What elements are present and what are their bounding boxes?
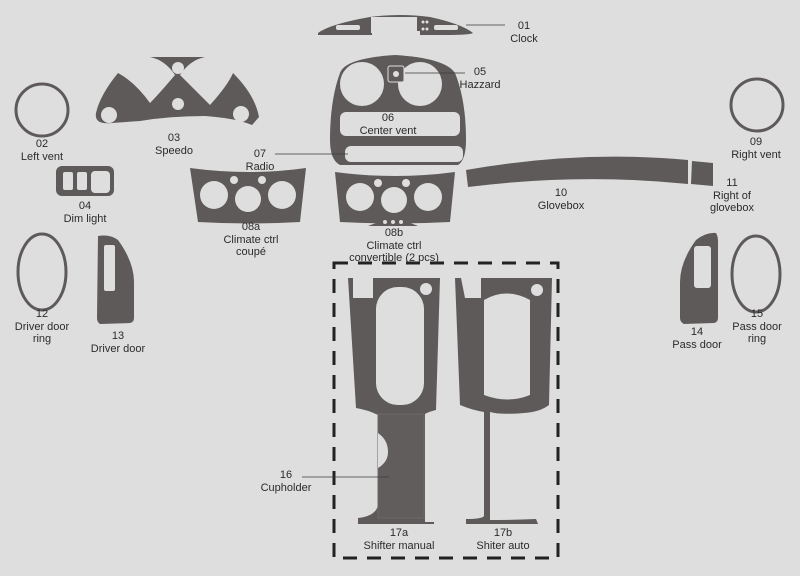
label-13: 13 Driver door [91,330,145,355]
part-03-speedo [95,57,259,125]
label-14: 14 Pass door [672,326,722,351]
part-name: Clock [510,32,538,45]
label-02: 02 Left vent [21,138,63,163]
part-14-pass-door [680,232,718,324]
part-number: 06 [381,112,395,124]
label-11: 11 Right of glovebox [710,177,754,215]
part-name: Radio [245,160,275,173]
part-number: 12 [35,308,49,320]
part-number: 15 [750,308,764,320]
part-number: 08b [384,227,404,239]
label-01: 01 Clock [510,20,538,45]
label-08b: 08b Climate ctrl convertible (2 pcs) [349,227,439,265]
part-08a-climate-coupe [190,168,306,224]
part-01-clock [318,15,505,35]
part-name-2: glovebox [709,202,755,214]
part-15-pass-door-ring [730,234,782,314]
part-name-2: ring [32,333,52,345]
part-name: Driver door [90,342,146,355]
part-number: 02 [35,138,49,150]
part-16-cupholder [377,413,425,519]
part-number: 04 [78,200,92,212]
part-number: 11 [726,177,738,189]
part-number: 03 [167,132,181,144]
part-13-driver-door [97,235,134,324]
part-name-2: convertible (2 pcs) [349,252,439,264]
part-number: 13 [111,330,125,342]
part-10-glovebox [466,156,688,187]
part-number: 10 [554,187,568,199]
part-number: 16 [279,469,293,481]
part-name: Climate ctrl [223,233,279,246]
label-12: 12 Driver door ring [15,308,69,346]
label-08a: 08a Climate ctrl coupé [223,221,278,259]
label-07: 07 Radio [246,148,275,173]
part-06-center-vent [275,55,466,165]
part-name: Glovebox [537,199,585,212]
part-name: Climate ctrl [366,239,422,252]
part-17b-shifter-auto [455,278,552,524]
part-name: Shiter auto [476,539,530,552]
part-name: Center vent [359,124,417,137]
part-number: 14 [690,326,704,338]
part-17a-shifter-manual [302,278,440,524]
label-17b: 17b Shiter auto [476,527,529,552]
part-11-right-of-glovebox [691,161,713,186]
part-name: Right vent [731,148,781,161]
part-number: 17b [493,527,513,539]
label-15: 15 Pass door ring [732,308,782,346]
label-16: 16 Cupholder [261,469,312,494]
part-number: 09 [749,136,763,148]
part-04-dim-light [56,166,114,196]
part-name: Right of [713,189,751,202]
part-name-2: coupé [236,246,266,258]
part-name: Driver door [14,320,70,333]
part-number: 05 [473,66,487,78]
part-12-driver-door-ring [16,232,68,312]
part-name: Cupholder [260,481,312,494]
part-name: Left vent [20,150,64,163]
part-name: Hazzard [459,78,501,91]
part-name: Pass door [672,338,722,351]
part-name: Dim light [63,212,107,225]
part-08b-climate-convertible [335,172,455,226]
label-04: 04 Dim light [64,200,107,225]
part-number: 17a [389,527,409,539]
part-number: 07 [253,148,267,160]
part-02-left-vent [14,82,70,138]
part-name: Speedo [155,144,193,157]
shifter-group-box [332,261,560,560]
label-03: 03 Speedo [155,132,193,157]
label-05: 05 Hazzard [460,66,501,91]
label-17a: 17a Shifter manual [364,527,435,552]
label-06: 06 Center vent [360,112,417,137]
part-name: Pass door [732,320,782,333]
part-09-right-vent [729,77,785,133]
label-10: 10 Glovebox [538,187,584,212]
part-name: Shifter manual [363,539,435,552]
label-09: 09 Right vent [731,136,781,161]
part-number: 08a [241,221,261,233]
part-number: 01 [517,20,531,32]
part-name-2: ring [747,333,767,345]
